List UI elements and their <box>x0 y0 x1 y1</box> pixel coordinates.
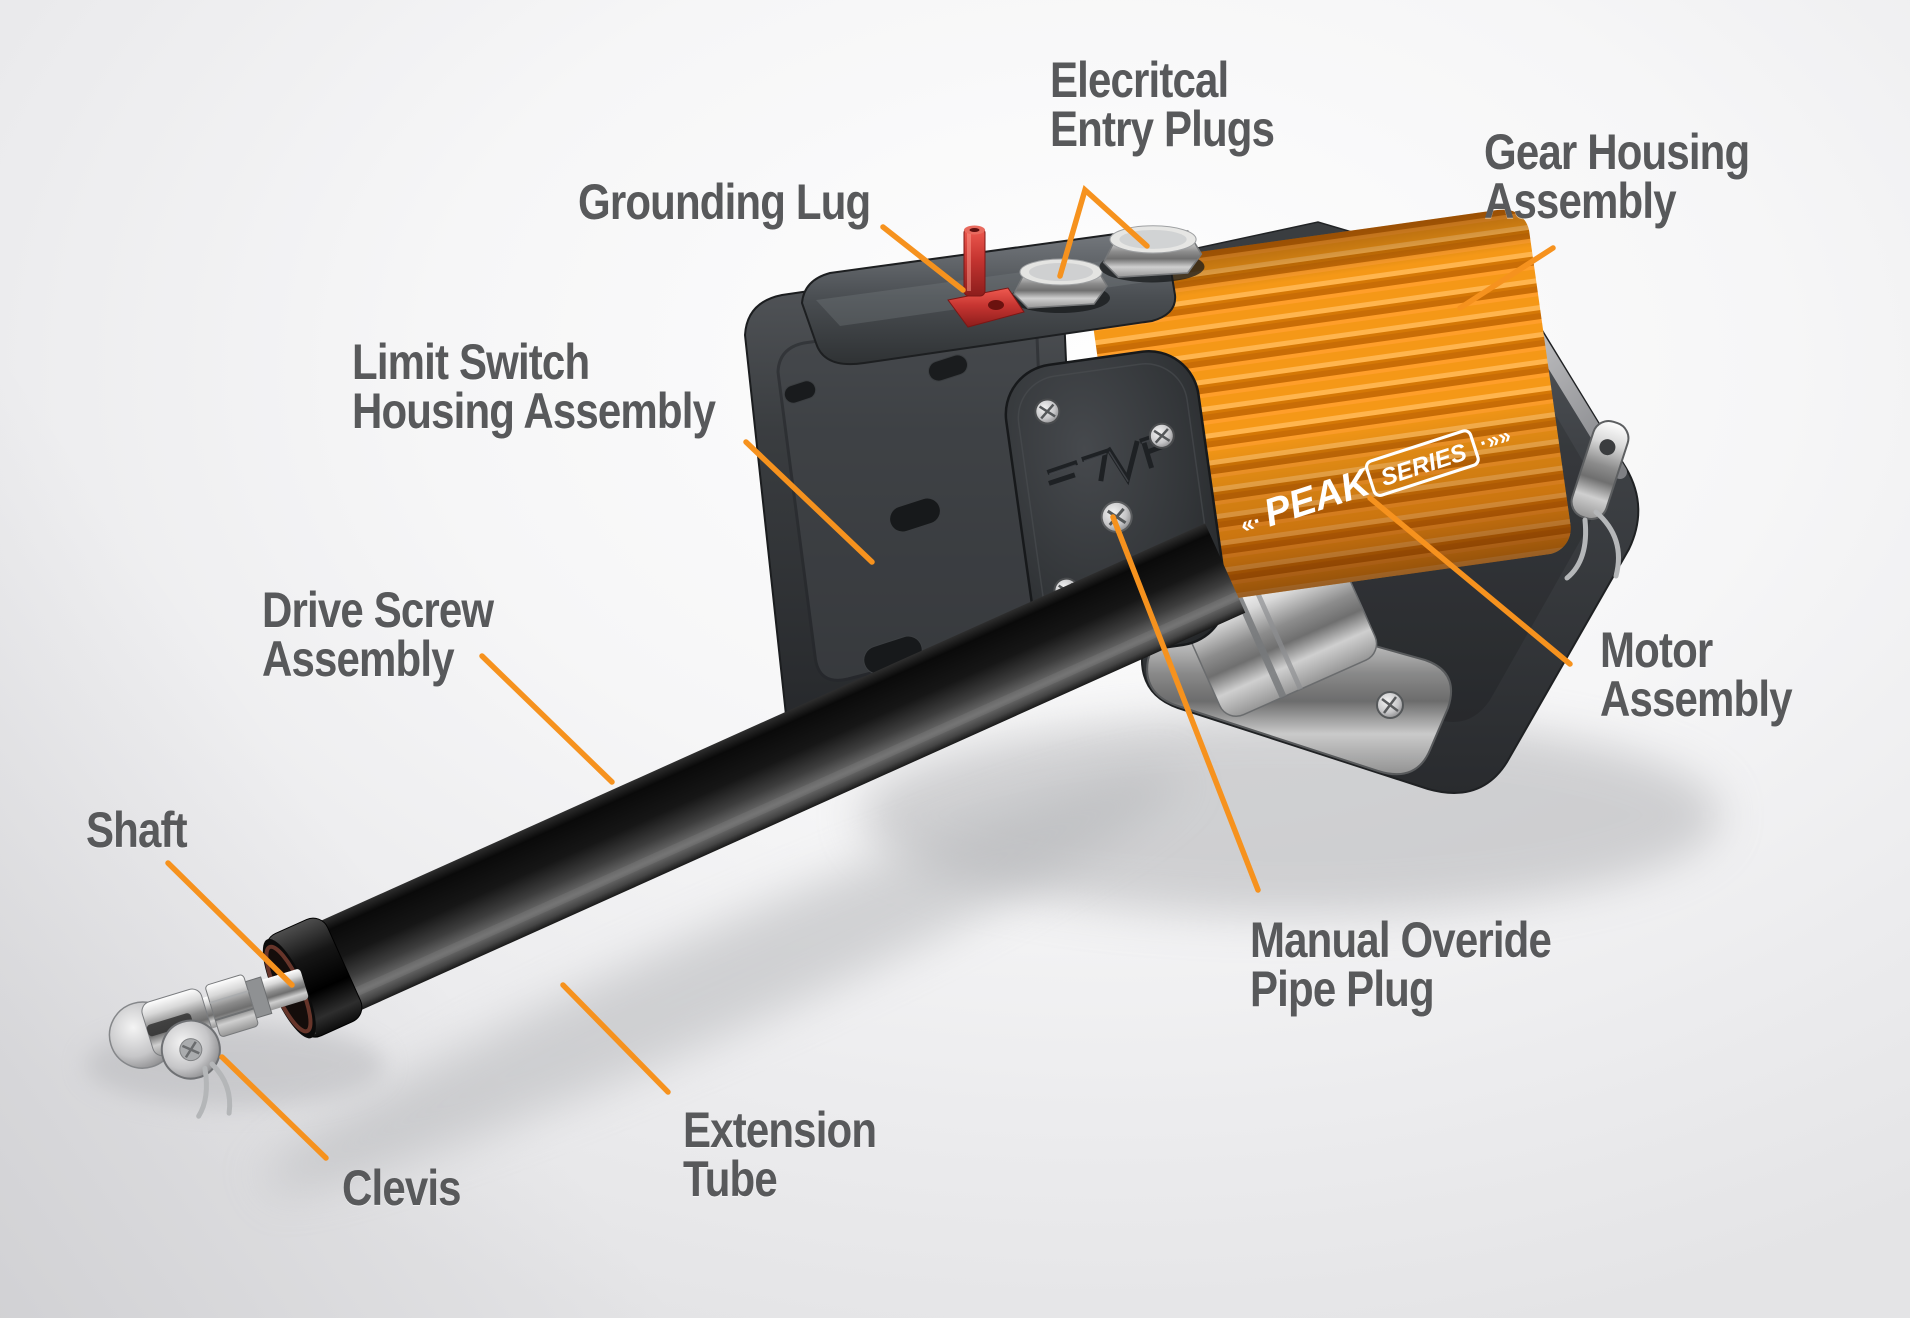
label-manual-override-pipe-plug: Manual Overide Pipe Plug <box>1250 912 1552 1017</box>
rear-clevis-mount <box>1564 420 1630 581</box>
label-line: Shaft <box>86 802 188 858</box>
leader-gear-housing <box>1457 245 1556 311</box>
part-electrical-entry-plug-1 <box>1010 258 1110 313</box>
label-motor-assembly: Motor Assembly <box>1600 622 1793 727</box>
leader-lines <box>165 185 1573 1161</box>
label-line: Assembly <box>262 631 455 687</box>
label-line: Drive Screw <box>262 582 494 638</box>
label-extension-tube: Extension Tube <box>683 1102 877 1207</box>
cover-screw <box>1148 422 1175 449</box>
label-drive-screw-assembly: Drive Screw Assembly <box>262 582 494 687</box>
label-line: Pipe Plug <box>1250 961 1435 1017</box>
clevis-cotter-pin <box>196 1061 233 1119</box>
leader-drive-screw <box>479 653 615 785</box>
leader-extension-tube <box>560 982 671 1095</box>
label-line: Motor <box>1600 622 1713 678</box>
label-limit-switch-housing-assembly: Limit Switch Housing Assembly <box>352 334 716 439</box>
shaft-clevis-group <box>108 969 309 1119</box>
leader-grounding-lug <box>880 224 966 293</box>
label-line: Entry Plugs <box>1050 101 1275 157</box>
leader-clevis <box>219 1054 329 1161</box>
leader-motor-assembly <box>1367 495 1573 667</box>
leader-shaft <box>165 860 295 988</box>
leader-manual-override <box>1110 514 1261 893</box>
part-electrical-entry-plug-2 <box>1099 225 1205 283</box>
label-line: Assembly <box>1600 671 1793 727</box>
label-line: Gear Housing <box>1484 124 1750 180</box>
label-line: Assembly <box>1484 173 1677 229</box>
flange-screw <box>1376 691 1404 719</box>
shaft-hex-nut <box>205 974 259 1037</box>
leader-limit-switch-housing <box>743 439 875 565</box>
label-gear-housing-assembly: Gear Housing Assembly <box>1484 124 1750 229</box>
label-clevis: Clevis <box>342 1160 462 1216</box>
label-line: Grounding Lug <box>578 174 871 230</box>
label-electrical-entry-plugs: Elecritcal Entry Plugs <box>1050 52 1275 157</box>
label-line: Tube <box>683 1151 778 1207</box>
part-grounding-lug <box>947 225 1025 328</box>
label-shaft: Shaft <box>86 802 188 858</box>
part-clevis <box>108 988 233 1119</box>
label-line: Limit Switch <box>352 334 590 390</box>
badge-series-box <box>1364 429 1480 497</box>
rear-cotter-pin <box>1564 509 1621 581</box>
cover-screw <box>1034 398 1061 425</box>
label-line: Housing Assembly <box>352 383 716 439</box>
label-grounding-lug: Grounding Lug <box>578 174 871 230</box>
leader-electrical-entry-plugs <box>1057 185 1150 279</box>
label-line: Extension <box>683 1102 877 1158</box>
label-line: Manual Overide <box>1250 912 1552 968</box>
label-line: Elecritcal <box>1050 52 1229 108</box>
label-line: Clevis <box>342 1160 462 1216</box>
